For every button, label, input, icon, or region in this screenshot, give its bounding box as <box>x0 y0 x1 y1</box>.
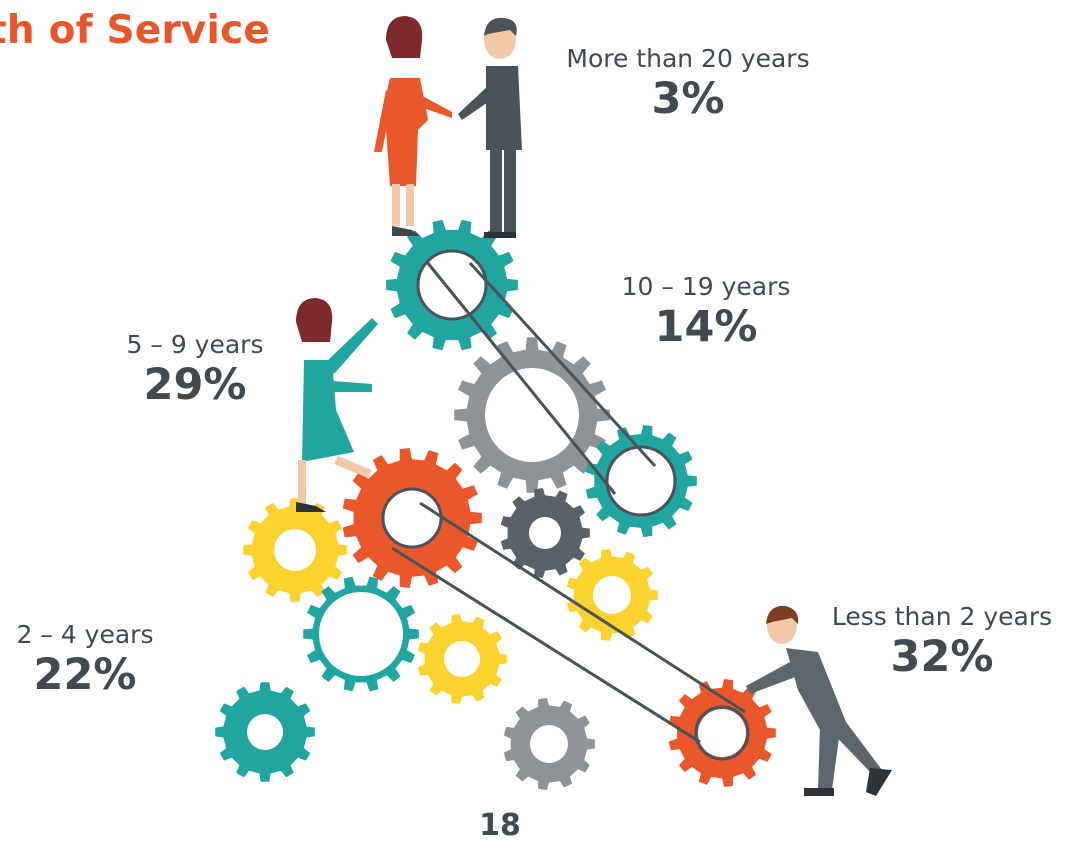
belt-lower <box>391 501 746 744</box>
segment-percent: 22% <box>33 650 137 700</box>
gear-darkgrey-mid <box>500 488 590 578</box>
gear-yellow-bottom <box>417 614 507 704</box>
page-number: 18 <box>479 808 521 843</box>
segment-percent: 32% <box>890 632 994 682</box>
gear-yellow-left <box>243 498 347 602</box>
man-handshake-figure <box>458 17 522 238</box>
segment-label: 10 – 19 years <box>621 272 791 301</box>
gear-teal-right <box>585 425 697 537</box>
gear-teal-bottom-left <box>215 682 315 782</box>
segment-label: More than 20 years <box>566 44 810 73</box>
woman-handshake-figure <box>374 16 452 236</box>
belt-upper <box>425 261 657 495</box>
man-pushing-figure <box>746 605 892 796</box>
segment-label: Less than 2 years <box>831 602 1053 631</box>
gears-group <box>215 219 776 790</box>
belt-ring <box>694 705 750 761</box>
gear-teal-top <box>386 219 518 351</box>
gear-orange-bottom <box>668 679 776 787</box>
gear-orange-center <box>342 448 482 588</box>
segment-less-than-2-years: Less than 2 years 32% <box>818 602 1066 681</box>
segment-5-9-years: 5 – 9 years 29% <box>105 330 285 409</box>
woman-climbing-figure <box>296 298 378 512</box>
page-title: th of Service <box>0 8 271 53</box>
gear-teal-ring <box>303 576 419 692</box>
segment-label: 5 – 9 years <box>126 330 264 359</box>
gear-grey-large <box>454 337 610 493</box>
segment-more-than-20-years: More than 20 years 3% <box>548 44 828 123</box>
segment-percent: 14% <box>654 302 758 352</box>
belt-ring <box>605 445 677 517</box>
gear-yellow-right <box>566 549 658 641</box>
segment-2-4-years: 2 – 4 years 22% <box>5 620 165 699</box>
belt-ring <box>416 249 488 321</box>
gear-grey-bottom <box>503 698 595 790</box>
segment-percent: 29% <box>143 360 247 410</box>
segment-percent: 3% <box>651 74 725 124</box>
segment-label: 2 – 4 years <box>16 620 154 649</box>
segment-10-19-years: 10 – 19 years 14% <box>596 272 816 351</box>
